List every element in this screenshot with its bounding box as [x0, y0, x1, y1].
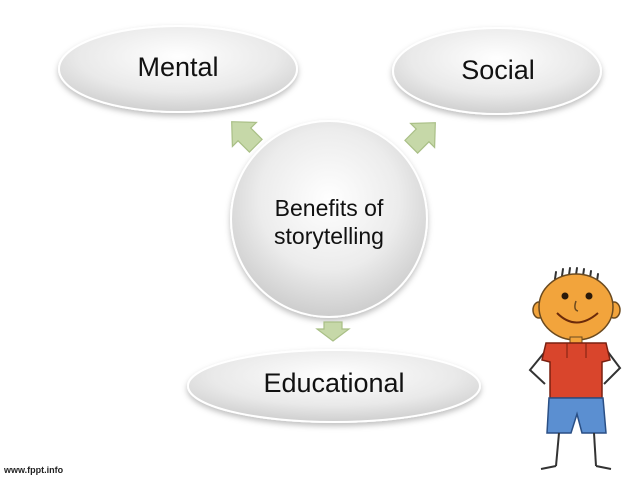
- center-circle: [230, 120, 428, 318]
- watermark-text: www.fppt.info: [4, 465, 64, 475]
- center-title-line1: Benefits of: [274, 195, 384, 221]
- center-title-line2: storytelling: [274, 223, 384, 249]
- arrow-to-social: [404, 122, 436, 154]
- educational-label: Educational: [263, 368, 405, 398]
- center-title: Benefits of storytelling: [239, 194, 419, 250]
- educational-oval: [187, 349, 481, 423]
- mental-oval: [58, 25, 298, 113]
- arrow-to-educational: [315, 321, 351, 342]
- kid-shirt: [541, 342, 611, 399]
- kid-shorts: [546, 397, 607, 434]
- social-label: Social: [461, 55, 535, 85]
- arrow-to-mental: [231, 121, 263, 153]
- mental-label: Mental: [137, 52, 219, 82]
- kid-illustration: [528, 267, 622, 470]
- social-oval: [392, 27, 602, 115]
- kid-face: [538, 273, 614, 341]
